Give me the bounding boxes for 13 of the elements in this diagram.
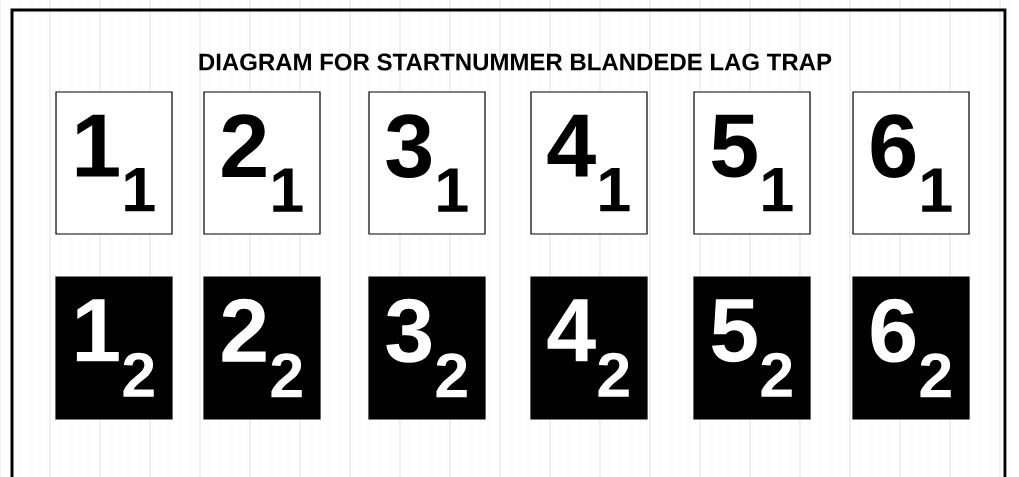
number-card: 4$_{2}$ xyxy=(530,276,648,420)
number-card: 1$_{1}$ xyxy=(55,91,173,235)
number-card: 6$_{1}$ xyxy=(852,91,970,235)
number-card: 6$_{2}$ xyxy=(852,276,970,420)
number-card: 3$_{2}$ xyxy=(368,276,486,420)
number-card: 5$_{2}$ xyxy=(693,276,811,420)
title: DIAGRAM FOR STARTNUMMER BLANDEDE LAG TRAP xyxy=(199,53,832,71)
number-card: 2$_{2}$ xyxy=(203,276,321,420)
number-card: 1$_{2}$ xyxy=(55,276,173,420)
number-card: 3$_{1}$ xyxy=(368,91,486,235)
number-card: 4$_{1}$ xyxy=(530,91,648,235)
number-card: 2$_{1}$ xyxy=(203,91,321,235)
number-card: 5$_{1}$ xyxy=(693,91,811,235)
